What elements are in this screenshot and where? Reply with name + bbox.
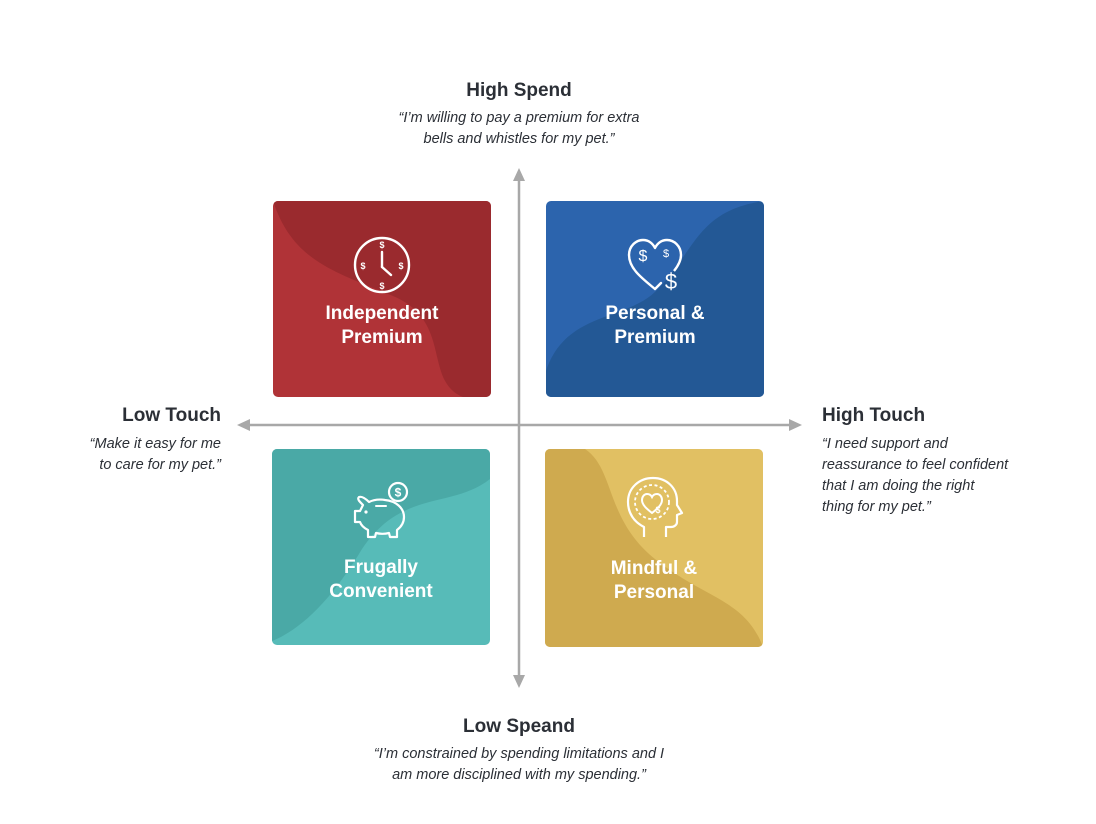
high-touch-quote: “I need support and reassurance to feel … xyxy=(822,434,1062,518)
high-touch-quote-line2: reassurance to feel confident xyxy=(822,457,1009,473)
svg-text:$: $ xyxy=(379,281,384,291)
svg-text:$: $ xyxy=(663,248,669,260)
arrow-right-icon xyxy=(789,419,802,431)
head-heart-icon: $ xyxy=(626,476,684,537)
quadrant-label-line2: Premium xyxy=(614,327,696,348)
quadrant-frugally-convenient: $ Frugally Convenient xyxy=(272,449,490,645)
quadrant-background xyxy=(545,449,763,647)
quadrant-background xyxy=(272,449,490,645)
quadrant-label-line2: Convenient xyxy=(329,581,433,602)
quadrant-label-line1: Personal & xyxy=(605,303,705,324)
quadrant-label: Frugally Convenient xyxy=(272,556,490,604)
low-spend-quote-line2: am more disciplined with my spending.” xyxy=(392,767,646,783)
quadrant-label-line2: Personal xyxy=(613,582,695,603)
quadrant-label-line2: Premium xyxy=(341,327,423,348)
quadrant-label: Independent Premium xyxy=(273,302,491,350)
high-touch-heading: High Touch xyxy=(822,405,926,426)
quadrant-label: Personal & Premium xyxy=(546,302,764,350)
high-spend-quote-line1: “I’m willing to pay a premium for extra xyxy=(398,110,640,126)
svg-text:$: $ xyxy=(360,261,365,271)
quadrant-mindful-personal: $ Mindful & Personal xyxy=(545,449,763,647)
high-spend-quote-line2: bells and whistles for my pet.” xyxy=(423,131,615,147)
low-touch-quote-line1: “Make it easy for me xyxy=(89,436,221,452)
arrow-up-icon xyxy=(513,168,525,181)
low-spend-quote-line1: “I’m constrained by spending limitations… xyxy=(373,746,665,762)
svg-text:$: $ xyxy=(665,269,677,294)
high-touch-quote-line3: that I am doing the right xyxy=(822,478,975,494)
quadrant-independent-premium: $ $ $ $ Independent Premium xyxy=(273,201,491,397)
svg-text:$: $ xyxy=(655,505,660,515)
svg-text:$: $ xyxy=(395,486,402,500)
high-spend-heading: High Spend xyxy=(466,80,572,101)
quadrant-background xyxy=(546,201,764,397)
low-touch-quote: “Make it easy for me to care for my pet.… xyxy=(40,434,221,476)
quadrant-label-line1: Frugally xyxy=(344,557,418,578)
high-touch-quote-line1: “I need support and xyxy=(822,436,948,452)
high-spend-quote: “I’m willing to pay a premium for extra … xyxy=(369,108,669,150)
svg-text:$: $ xyxy=(379,240,384,250)
heart-dollar-icon: $ $ $ xyxy=(627,238,683,294)
quadrant-label-line1: Independent xyxy=(325,303,439,324)
arrow-down-icon xyxy=(513,675,525,688)
clock-dollar-icon: $ $ $ $ xyxy=(353,236,411,294)
arrow-left-icon xyxy=(237,419,250,431)
high-touch-quote-line4: thing for my pet.” xyxy=(822,499,931,515)
low-touch-quote-line2: to care for my pet.” xyxy=(99,457,221,473)
svg-text:$: $ xyxy=(398,261,403,271)
low-touch-heading: Low Touch xyxy=(122,405,221,426)
quadrant-personal-premium: $ $ $ Personal & Premium xyxy=(546,201,764,397)
svg-text:$: $ xyxy=(639,248,648,265)
piggy-bank-icon: $ xyxy=(353,481,409,539)
quadrant-background xyxy=(273,201,491,397)
quadrant-label-line1: Mindful & xyxy=(610,558,698,579)
low-spend-heading: Low Speand xyxy=(463,716,575,737)
low-spend-quote: “I’m constrained by spending limitations… xyxy=(339,744,699,786)
quadrant-label: Mindful & Personal xyxy=(545,557,763,605)
